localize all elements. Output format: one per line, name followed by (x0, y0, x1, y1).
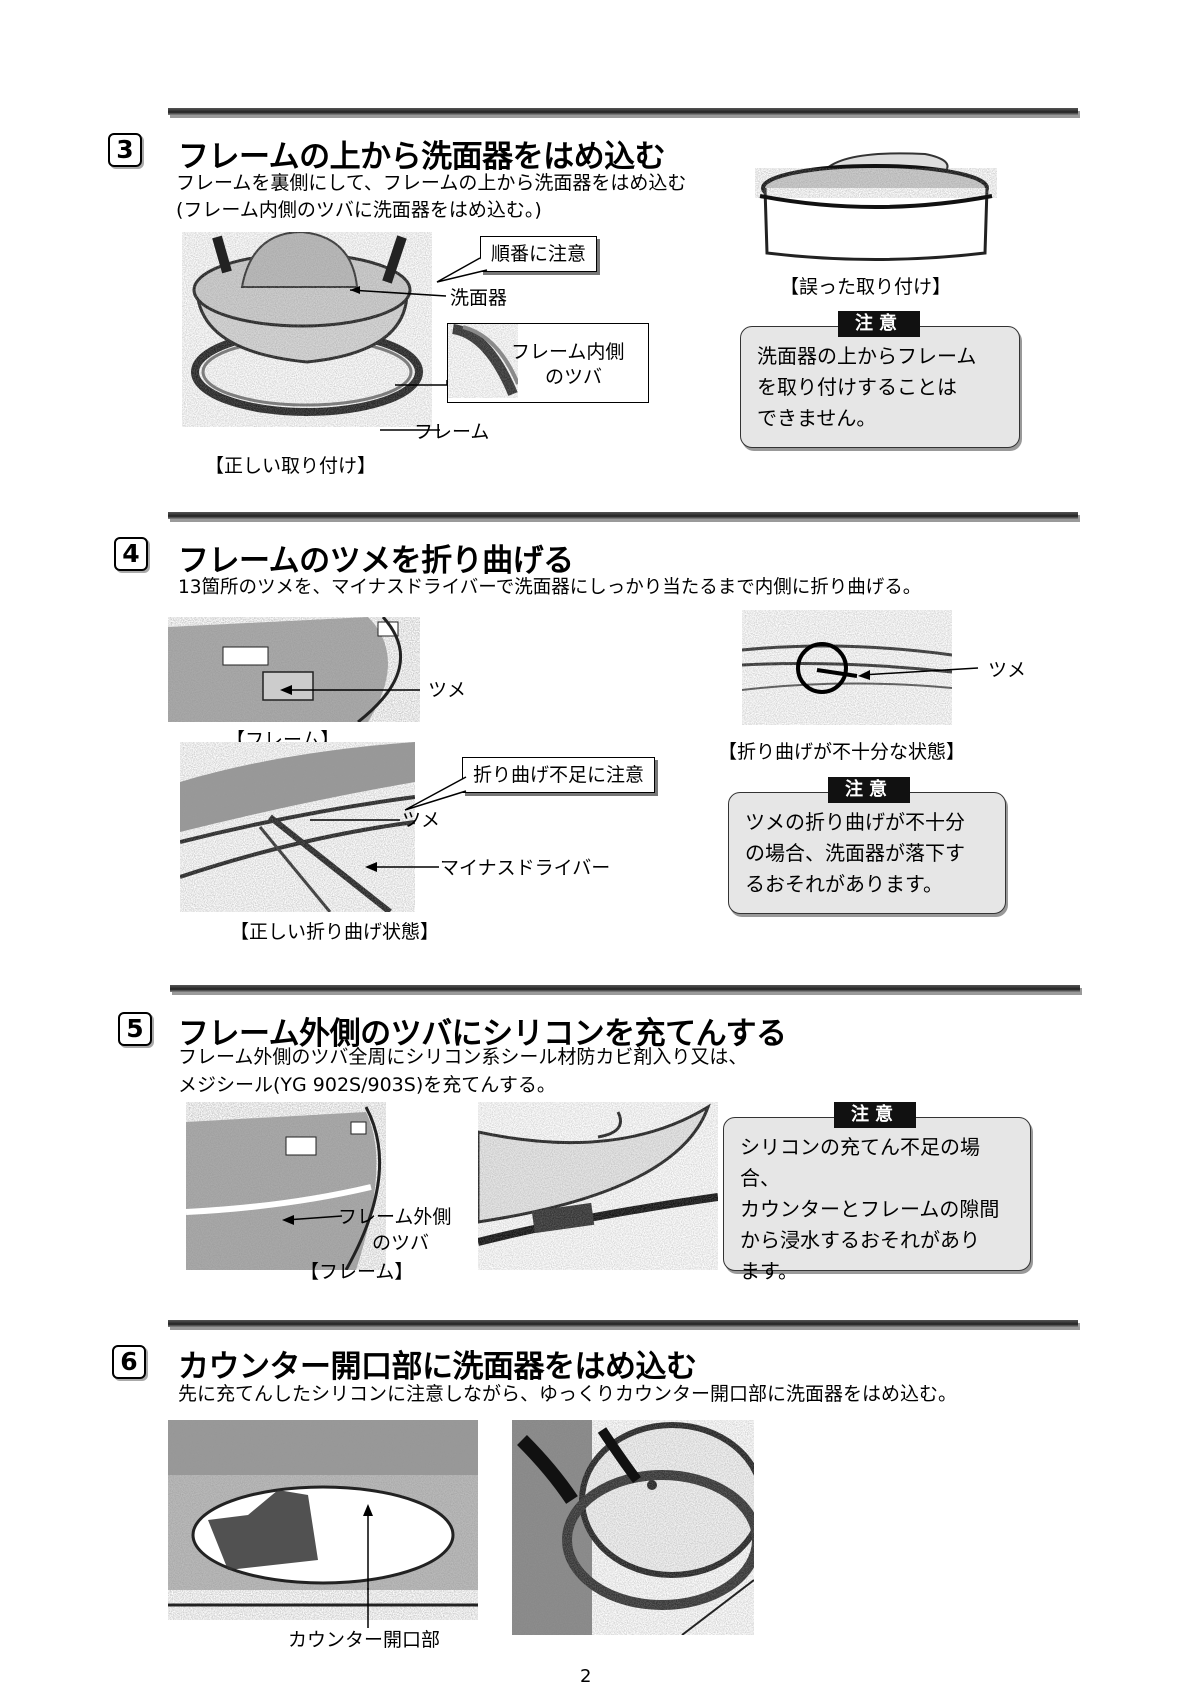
caution-badge: 注意 (838, 311, 920, 337)
section-divider (168, 512, 1078, 519)
step-description-line-1: フレームを裏側にして、フレームの上から洗面器をはめ込む (176, 172, 687, 194)
caption-insufficient-bend: 【折り曲げが不十分な状態】 (718, 741, 966, 763)
label-frame: フレーム (414, 421, 490, 443)
note-line: できません。 (757, 406, 877, 430)
step-description-line-1: フレーム外側のツバ全周にシリコン系シール材防カビ剤入り又は、 (178, 1046, 748, 1068)
caution-note-box: ツメの折り曲げが不十分 の場合、洗面器が落下す るおそれがあります。 (728, 792, 1006, 914)
step-number: 5 (118, 1012, 152, 1046)
silicone-application-photo (478, 1102, 718, 1270)
note-line: るおそれがあります。 (745, 872, 943, 896)
label-claw: ツメ (428, 679, 467, 701)
caption-correct-installation: 【正しい取り付け】 (205, 455, 377, 477)
note-line: ます。 (740, 1259, 798, 1283)
page-number: 2 (580, 1666, 592, 1687)
label-claw-3: ツメ (988, 659, 1027, 681)
outer-flange-photo (186, 1102, 386, 1270)
label-outer-flange-line-2: のツバ (372, 1232, 430, 1254)
step-description-line-2: メジシール(YG 902S/903S)を充てんする。 (178, 1074, 556, 1096)
label-claw-2: ツメ (402, 809, 441, 831)
step-title: フレームのツメを折り曲げる (178, 543, 574, 579)
step-description: 先に充てんしたシリコンに注意しながら、ゆっくりカウンター開口部に洗面器をはめ込む… (178, 1383, 958, 1405)
step-number: 3 (108, 133, 142, 167)
step-description: 13箇所のツメを、マイナスドライバーで洗面器にしっかり当たるまで内側に折り曲げる… (178, 577, 922, 598)
claw-leader-2 (310, 819, 400, 821)
claw-leader (280, 685, 420, 695)
note-line: の場合、洗面器が落下す (745, 841, 965, 865)
caution-note-box: 洗面器の上からフレーム を取り付けすることは できません。 (740, 326, 1020, 448)
correct-bend-photo (180, 742, 415, 912)
label-outer-flange-line-1: フレーム外側 (338, 1206, 452, 1228)
correct-installation-illustration (182, 232, 432, 427)
step-number: 4 (114, 537, 148, 571)
caution-badge: 注意 (834, 1102, 916, 1128)
label-counter-opening: カウンター開口部 (288, 1629, 441, 1651)
wrong-installation-illustration (755, 148, 997, 266)
step-number: 6 (112, 1345, 146, 1379)
insufficient-bend-photo (742, 610, 952, 725)
note-line: シリコンの充てん不足の場合、 (740, 1135, 980, 1190)
caption-frame: 【フレーム】 (300, 1261, 414, 1283)
note-line: ツメの折り曲げが不十分 (745, 810, 965, 834)
opening-leader (367, 1588, 369, 1628)
caution-note-box: シリコンの充てん不足の場合、 カウンターとフレームの隙間 から浸水するおそれがあ… (723, 1117, 1031, 1283)
note-line: を取り付けすることは (757, 375, 957, 399)
step-title: フレーム外側のツバにシリコンを充てんする (178, 1016, 787, 1052)
note-line: カウンターとフレームの隙間 (740, 1197, 1000, 1221)
leader-lines (350, 286, 447, 431)
callout-pointer (436, 257, 488, 283)
step-title: カウンター開口部に洗面器をはめ込む (178, 1349, 697, 1385)
claw-leader-3 (858, 667, 979, 680)
callout-pointer (404, 776, 467, 811)
step-title: フレームの上から洗面器をはめ込む (178, 139, 666, 175)
inner-flange-inset (447, 323, 649, 403)
caption-correct-bend: 【正しい折り曲げ状態】 (230, 921, 440, 943)
label-screwdriver: マイナスドライバー (440, 857, 611, 879)
section-divider (168, 1320, 1078, 1327)
section-divider (168, 108, 1078, 115)
counter-opening-photo (168, 1420, 478, 1620)
step-description-line-2: (フレーム内側のツバに洗面器をはめ込む。) (176, 199, 542, 221)
note-line: 洗面器の上からフレーム (757, 344, 977, 368)
section-divider (170, 985, 1080, 992)
label-inner-flange-line-2: のツバ (545, 366, 603, 388)
label-basin: 洗面器 (450, 287, 508, 309)
note-line: から浸水するおそれがあり (740, 1228, 980, 1252)
frame-claw-photo (168, 617, 420, 722)
caption-wrong-installation: 【誤った取り付け】 (780, 276, 952, 298)
insufficient-bend-callout: 折り曲げ不足に注意 (462, 757, 656, 793)
order-caution-callout: 順番に注意 (480, 236, 598, 272)
outer-flange-leader (282, 1215, 343, 1225)
basin-insertion-photo (512, 1420, 754, 1635)
inset-connector (395, 380, 448, 386)
caution-badge: 注意 (828, 777, 910, 803)
driver-leader (365, 862, 439, 872)
label-inner-flange-line-1: フレーム内側 (511, 341, 625, 363)
